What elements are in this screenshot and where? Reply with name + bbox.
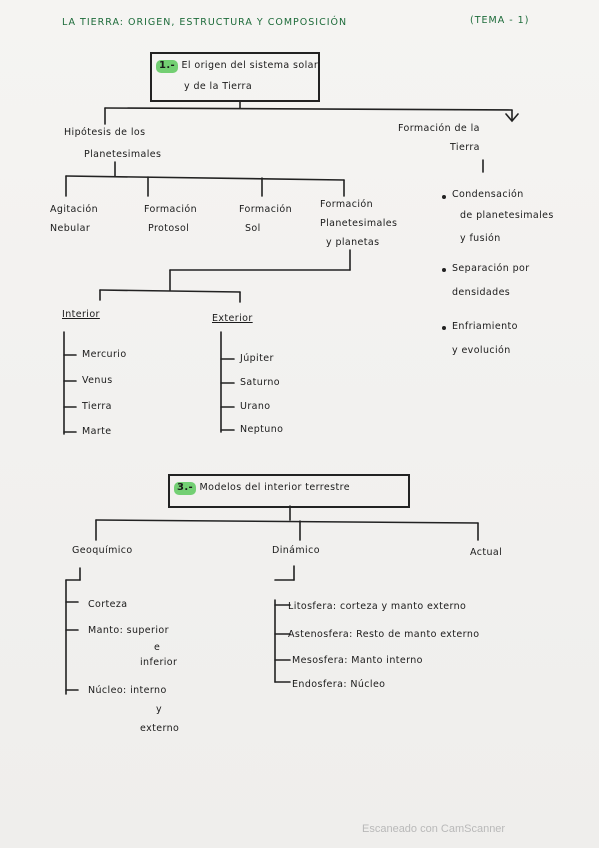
geoquimico-label: Geoquímico <box>72 545 133 556</box>
interior-label: Interior <box>62 309 100 320</box>
stage-1-line1: Agitación <box>50 204 99 215</box>
hipotesis-line2: Planetesimales <box>84 149 162 160</box>
geo-item-2-line3: inferior <box>140 657 178 668</box>
formacion-line2: Tierra <box>450 142 480 153</box>
interior-item-1: Mercurio <box>82 349 127 360</box>
section-3-box <box>168 474 410 508</box>
hipotesis-line1: Hipótesis de los <box>64 127 146 138</box>
section-1-box <box>150 52 320 102</box>
interior-item-2: Venus <box>82 375 113 386</box>
section-3-title: Modelos del interior terrestre <box>199 482 350 493</box>
exterior-item-2: Saturno <box>240 377 280 388</box>
section-1-number: 1.- <box>156 60 179 73</box>
stage-2-line1: Formación <box>144 204 198 215</box>
exterior-label: Exterior <box>212 313 253 324</box>
stage-4-line1: Formación <box>320 199 374 210</box>
page-title: LA TIERRA: ORIGEN, ESTRUCTURA Y COMPOSIC… <box>62 17 348 28</box>
section-3-heading: 3.- Modelos del interior terrestre <box>174 482 350 495</box>
camscanner-watermark: Escaneado con CamScanner <box>362 823 506 835</box>
stage-3-line2: Sol <box>245 223 261 234</box>
section-1-line2: y de la Tierra <box>184 81 253 92</box>
dinamico-label: Dinámico <box>272 545 320 556</box>
interior-item-3: Tierra <box>82 401 112 412</box>
geo-item-3-line2: y <box>156 704 163 715</box>
section-1-line1: El origen del sistema solar <box>181 60 319 71</box>
geo-item-1: Corteza <box>88 599 128 610</box>
din-item-1: Litosfera: corteza y manto externo <box>288 601 467 612</box>
actual-label: Actual <box>470 547 503 558</box>
stage-1-line2: Nebular <box>50 223 91 234</box>
exterior-item-1: Júpiter <box>240 353 274 364</box>
bullet-3-line1: Enfriamiento <box>452 321 518 332</box>
geo-item-2-line2: e <box>154 642 161 653</box>
bullet-1-dot <box>442 195 446 199</box>
bullet-1-line3: y fusión <box>460 233 501 244</box>
geo-item-3-line1: Núcleo: interno <box>88 685 167 696</box>
geo-item-2-line1: Manto: superior <box>88 625 169 636</box>
formacion-line1: Formación de la <box>398 123 480 134</box>
exterior-item-3: Urano <box>240 401 271 412</box>
bullet-2-line2: densidades <box>452 287 511 298</box>
bullet-2-line1: Separación por <box>452 263 530 274</box>
din-item-4: Endosfera: Núcleo <box>292 679 386 690</box>
section-1-heading: 1.- El origen del sistema solar <box>156 60 318 73</box>
stage-2-line2: Protosol <box>148 223 190 234</box>
bullet-1-line1: Condensación <box>452 189 524 200</box>
geo-item-3-line3: externo <box>140 723 180 734</box>
exterior-item-4: Neptuno <box>240 424 284 435</box>
bullet-2-dot <box>442 268 446 272</box>
section-3-number: 3.- <box>174 482 197 495</box>
din-item-2: Astenosfera: Resto de manto externo <box>288 629 480 640</box>
stage-4-line3: y planetas <box>326 237 380 248</box>
bullet-1-line2: de planetesimales <box>460 210 554 221</box>
stage-3-line1: Formación <box>239 204 293 215</box>
stage-4-line2: Planetesimales <box>320 218 398 229</box>
tema-label: (TEMA - 1) <box>470 15 530 26</box>
bullet-3-dot <box>442 326 446 330</box>
bullet-3-line2: y evolución <box>452 345 511 356</box>
interior-item-4: Marte <box>82 426 112 437</box>
din-item-3: Mesosfera: Manto interno <box>292 655 423 666</box>
